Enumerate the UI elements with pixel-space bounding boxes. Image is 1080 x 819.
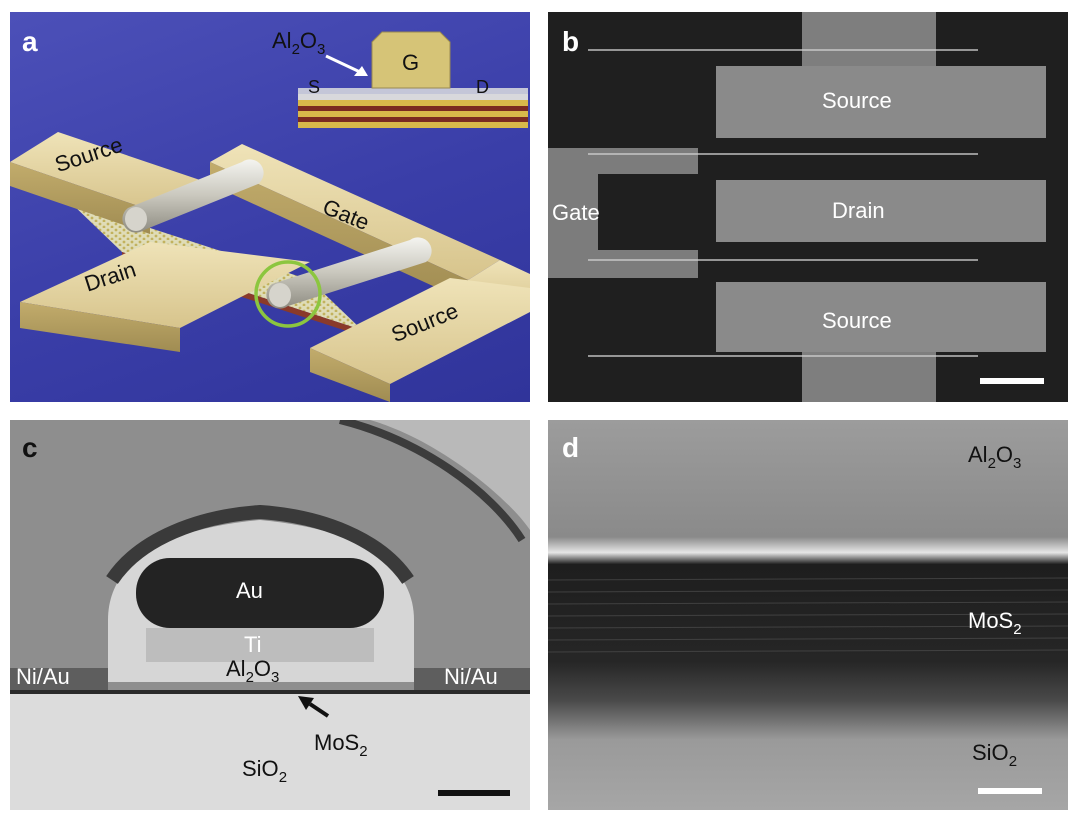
inset-drain-label: D bbox=[476, 77, 489, 97]
hrtem-layers-drawing bbox=[548, 420, 1068, 810]
d-sio2-label: SiO2 bbox=[972, 740, 1018, 770]
sio2-label: SiO2 bbox=[242, 756, 288, 786]
mos2-line bbox=[10, 690, 530, 694]
sem-gate-label: Gate bbox=[552, 200, 600, 225]
inset-source-label: S bbox=[308, 77, 321, 97]
panel-a-device-schematic: a Al2O3 G S D Source Gate Drain Source bbox=[10, 12, 530, 402]
inset-mos2-layers bbox=[298, 100, 528, 128]
mos2-arrow bbox=[308, 702, 330, 718]
source-top-stem bbox=[802, 12, 936, 66]
tem-cross-section-drawing bbox=[10, 420, 530, 810]
sem-source-top-label: Source bbox=[822, 88, 892, 113]
source-top-pad bbox=[716, 66, 1046, 138]
niau-left-label: Ni/Au bbox=[16, 664, 70, 689]
drain-bar bbox=[20, 242, 310, 328]
scale-bar bbox=[978, 788, 1042, 794]
au-gate bbox=[136, 558, 384, 628]
niau-right-label: Ni/Au bbox=[444, 664, 498, 689]
gate-rod-upper bbox=[122, 159, 264, 233]
drain-pad bbox=[716, 180, 1046, 242]
source-top-bar bbox=[10, 132, 200, 210]
panel-letter-a: a bbox=[22, 26, 38, 57]
source-bottom-bar bbox=[310, 278, 530, 384]
panel-letter-d: d bbox=[562, 432, 580, 463]
gate-electrode bbox=[548, 148, 698, 278]
panel-b-sem-image: b Source Gate Drain Source bbox=[548, 12, 1068, 402]
ti-label: Ti bbox=[244, 632, 262, 657]
inset-gate-block bbox=[371, 31, 451, 89]
sem-layout-drawing bbox=[548, 12, 1046, 402]
inset-dielectric bbox=[298, 88, 528, 94]
inset-arrow bbox=[325, 54, 361, 74]
panel-d-hrtem-image: d Al2O3 MoS2 SiO2 bbox=[548, 420, 1068, 810]
inset-al2o3-label: Al2O3 bbox=[272, 28, 326, 58]
inset-gate-label: G bbox=[402, 50, 420, 75]
al2o3-label: Al2O3 bbox=[226, 656, 280, 686]
gate-fingers bbox=[588, 49, 978, 357]
source-bottom-pad bbox=[716, 282, 1046, 352]
gate-rod-lower bbox=[266, 237, 432, 309]
mos2-lattice-fringes bbox=[548, 577, 1068, 653]
scale-bar bbox=[980, 378, 1044, 384]
sem-source-bottom-label: Source bbox=[822, 308, 892, 333]
d-mos2-label: MoS2 bbox=[968, 608, 1022, 638]
scale-bar bbox=[438, 790, 510, 796]
sem-drain-label: Drain bbox=[832, 198, 885, 223]
device-schematic-drawing bbox=[10, 31, 530, 402]
highlight-circle bbox=[254, 260, 322, 328]
source-bottom-stem bbox=[802, 352, 936, 402]
au-label: Au bbox=[236, 578, 263, 603]
panel-c-tem-cross-section: c Au Ti Al2O3 Ni/Au Ni/Au MoS2 SiO2 bbox=[10, 420, 530, 810]
mos2-label: MoS2 bbox=[314, 730, 368, 760]
ti-layer bbox=[146, 628, 374, 662]
panel-letter-b: b bbox=[562, 26, 580, 57]
panel-letter-c: c bbox=[22, 432, 38, 463]
d-al2o3-label: Al2O3 bbox=[968, 442, 1022, 472]
